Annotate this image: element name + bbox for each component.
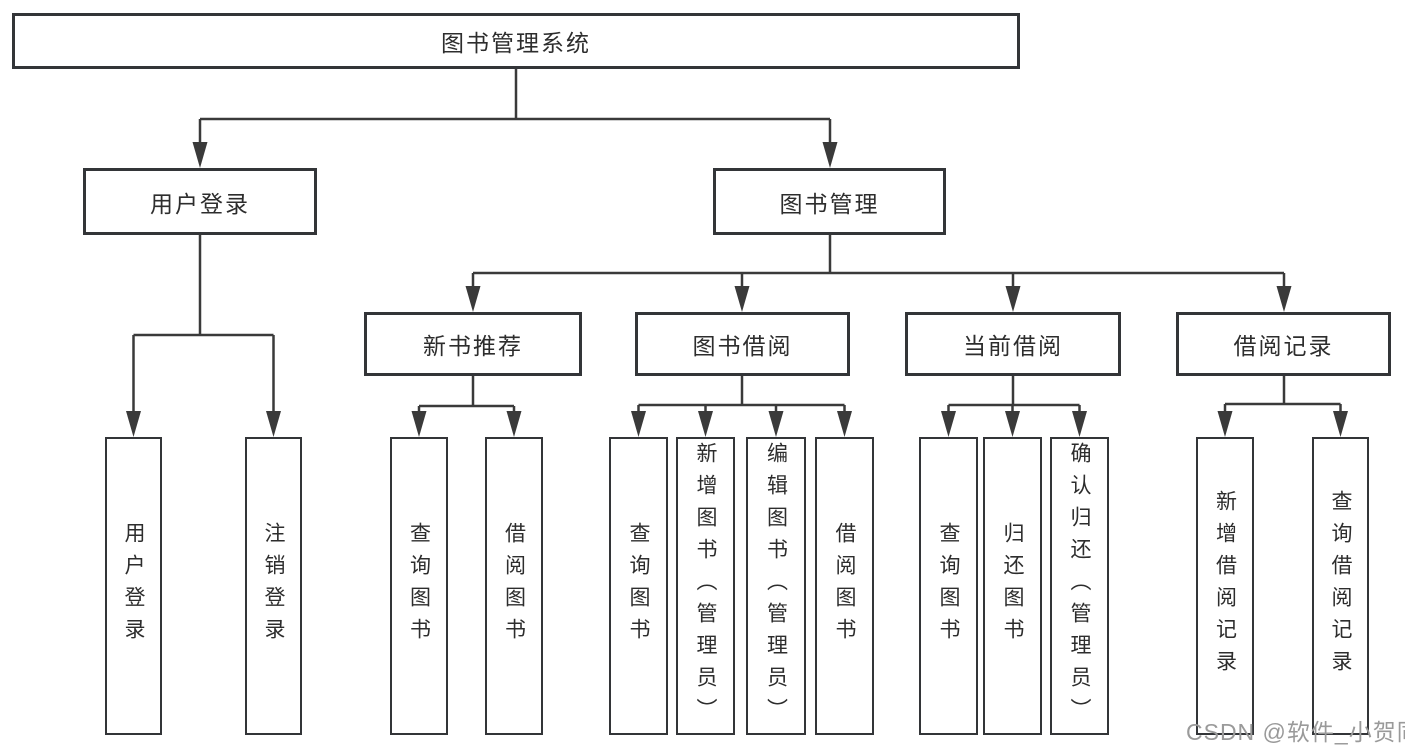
node-label: 图书管理 [779,190,880,217]
watermark-text: CSDN @软件_小贺同学 [1186,719,1405,745]
leaf-borrow-books: 借阅图书 [815,437,874,735]
node-label: 查询图书 [627,522,650,650]
leaf-query-books: 查询图书 [609,437,668,735]
node-label: 查询图书 [937,522,960,650]
leaf-confirm-return-admin: 确认归还（管理员） [1050,437,1109,735]
node-new-book-recommend: 新书推荐 [364,312,582,376]
node-label: 新增借阅记录 [1213,490,1237,682]
node-label: 查询图书 [407,522,431,650]
node-current-borrow: 当前借阅 [905,312,1121,376]
node-label: 查询借阅记录 [1329,490,1352,682]
node-label: 用户登录 [122,522,145,650]
node-label: 图书借阅 [692,333,793,359]
node-label: 编辑图书（管理员） [764,442,788,730]
node-book-management: 图书管理 [713,168,946,235]
leaf-query-books: 查询图书 [919,437,978,735]
leaf-return-books: 归还图书 [983,437,1042,735]
node-label: 确认归还（管理员） [1068,442,1091,730]
node-label: 注销登录 [262,522,285,650]
leaf-query-books: 查询图书 [390,437,448,735]
leaf-add-borrow-record: 新增借阅记录 [1196,437,1254,735]
leaf-user-login: 用户登录 [105,437,162,735]
leaf-borrow-books: 借阅图书 [485,437,543,735]
node-label: 新书推荐 [423,333,523,359]
node-label: 当前借阅 [963,333,1063,359]
leaf-add-books-admin: 新增图书（管理员） [676,437,735,735]
node-library-system: 图书管理系统 [12,13,1020,69]
node-label: 借阅记录 [1233,333,1334,359]
node-label: 用户登录 [150,190,250,217]
node-label: 归还图书 [1001,522,1024,650]
node-label: 新增图书（管理员） [694,442,717,730]
node-borrow-records: 借阅记录 [1176,312,1391,376]
node-user-login: 用户登录 [83,168,317,235]
node-label: 图书管理系统 [441,30,591,56]
leaf-logout: 注销登录 [245,437,302,735]
node-book-borrow: 图书借阅 [635,312,850,376]
leaf-query-borrow-record: 查询借阅记录 [1312,437,1369,735]
node-label: 借阅图书 [833,522,856,650]
leaf-edit-books-admin: 编辑图书（管理员） [746,437,806,735]
node-label: 借阅图书 [502,522,526,650]
